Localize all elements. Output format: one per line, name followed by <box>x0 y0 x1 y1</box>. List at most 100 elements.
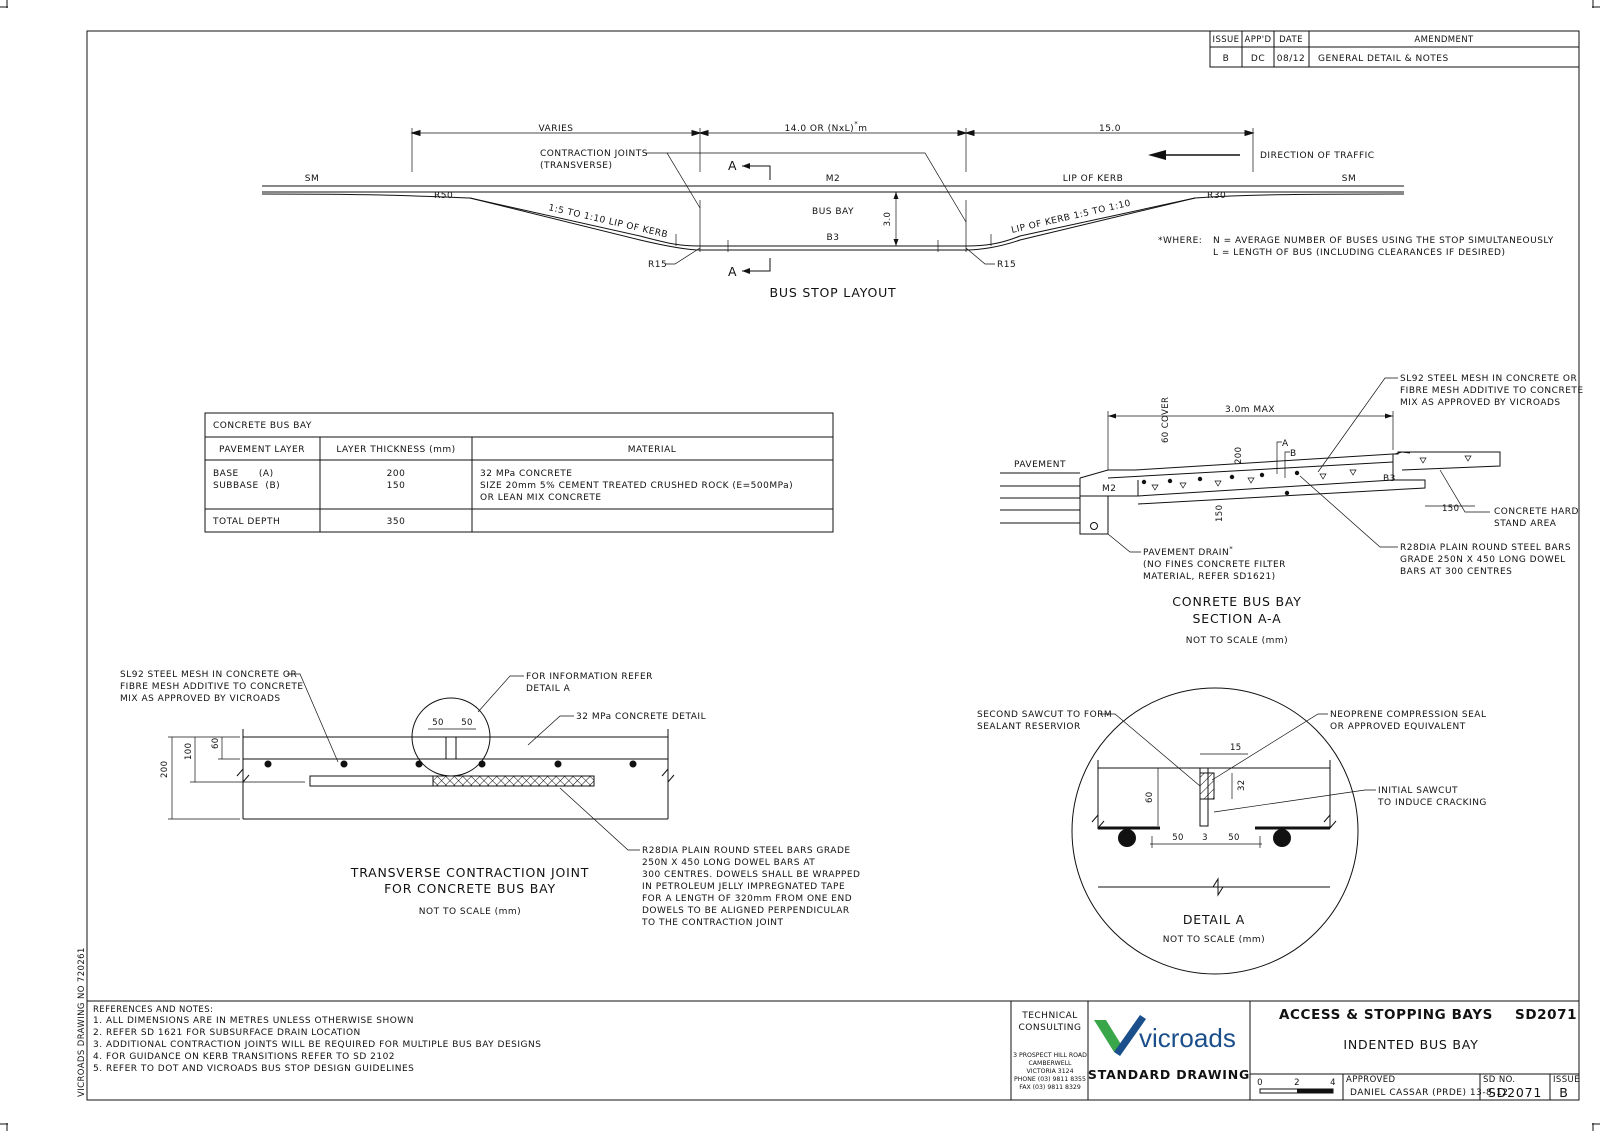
note-4: 4. FOR GUIDANCE ON KERB TRANSITIONS REFE… <box>93 1052 395 1062</box>
tj-bars-1: R28DIA PLAIN ROUND STEEL BARS GRADE <box>642 846 851 856</box>
tj-mesh-1: SL92 STEEL MESH IN CONCRETE OR <box>120 670 297 680</box>
section-a-bottom: A <box>728 264 737 279</box>
table-title: CONCRETE BUS BAY <box>213 421 312 431</box>
tb-scale-2: 2 <box>1294 1078 1300 1088</box>
da-d15: 15 <box>1230 743 1242 753</box>
da-d50b: 50 <box>1228 833 1240 843</box>
tj-bars-5: FOR A LENGTH OF 320mm FROM ONE END <box>642 894 852 904</box>
table-material-1: 32 MPa CONCRETE <box>480 469 573 479</box>
table-total-value: 350 <box>387 517 406 527</box>
revision-table: ISSUE APP'D DATE AMENDMENT B DC 08/12 GE… <box>1209 30 1580 68</box>
tj-title-1: TRANSVERSE CONTRACTION JOINT <box>350 865 589 880</box>
where-n: N = AVERAGE NUMBER OF BUSES USING THE ST… <box>1213 236 1554 246</box>
tb-scale-4: 4 <box>1330 1078 1336 1088</box>
sm-right: SM <box>1342 174 1356 184</box>
tj-scale: NOT TO SCALE (mm) <box>419 907 521 917</box>
table-layer-subbase: SUBBASE (B) <box>213 481 280 491</box>
notes-block: REFERENCES AND NOTES: 1. ALL DIMENSIONS … <box>87 1000 1579 1074</box>
concrete-bus-bay-table: CONCRETE BUS BAY PAVEMENT LAYER LAYER TH… <box>204 412 834 533</box>
logo-mark-icon-2 <box>1114 1015 1146 1056</box>
sa-title-1: CONRETE BUS BAY <box>1172 594 1301 609</box>
table-thick-base: 200 <box>387 469 406 479</box>
sa-b: B <box>1290 449 1297 459</box>
tj-mesh-2: FIBRE MESH ADDITIVE TO CONCRETE <box>120 682 304 692</box>
detail-a: SECOND SAWCUT TO FORM SEALANT RESERVIOR … <box>977 687 1487 975</box>
rev-header-appd: APP'D <box>1245 35 1272 45</box>
vicroads-logo: vicroads <box>1094 1015 1236 1056</box>
tj-bars-6: DOWELS TO BE ALIGNED PERPENDICULAR <box>642 906 850 916</box>
where-l: L = LENGTH OF BUS (INCLUDING CLEARANCES … <box>1213 248 1505 258</box>
sa-drain-2: (NO FINES CONCRETE FILTER <box>1143 560 1286 570</box>
sm-left: SM <box>305 174 319 184</box>
dim-varies: VARIES <box>538 124 573 134</box>
section-a-top: A <box>728 158 737 173</box>
da-initial-1: INITIAL SAWCUT <box>1378 786 1458 796</box>
tj-bars-2: 250N X 450 LONG DOWEL BARS AT <box>642 858 815 868</box>
sa-mesh-1: SL92 STEEL MESH IN CONCRETE OR <box>1400 374 1577 384</box>
sa-pavement: PAVEMENT <box>1014 460 1066 470</box>
sa-max-dim: 3.0m MAX <box>1225 405 1275 415</box>
logo-text: vicroads <box>1139 1023 1236 1053</box>
b3-label: B3 <box>827 233 840 243</box>
table-total-label: TOTAL DEPTH <box>212 517 280 527</box>
rev-header-issue: ISSUE <box>1213 35 1240 45</box>
sa-d150-left: 150 <box>1215 505 1225 522</box>
lip-of-kerb-top: LIP OF KERB <box>1063 174 1124 184</box>
da-sawcut2-2: SEALANT RESERVIOR <box>977 722 1081 732</box>
sa-a: A <box>1282 439 1289 449</box>
sa-scale: NOT TO SCALE (mm) <box>1186 636 1288 646</box>
sa-drain-1: PAVEMENT DRAIN* <box>1143 545 1233 558</box>
note-1: 1. ALL DIMENSIONS ARE IN METRES UNLESS O… <box>93 1016 414 1026</box>
note-5: 5. REFER TO DOT AND VICROADS BUS STOP DE… <box>93 1064 414 1074</box>
r15-right: R15 <box>997 260 1016 270</box>
sa-mesh-3: MIX AS APPROVED BY VICROADS <box>1400 398 1561 408</box>
rev-appd: DC <box>1251 54 1265 64</box>
sa-m2: M2 <box>1102 484 1117 494</box>
contraction-joints-label-1: CONTRACTION JOINTS <box>540 149 648 159</box>
tb-sd-no-label: SD NO. <box>1483 1075 1515 1085</box>
width-label: 3.0 <box>883 212 893 227</box>
detail-a-circle <box>1071 687 1359 975</box>
sa-bars-3: BARS AT 300 CENTRES <box>1400 567 1512 577</box>
da-d32: 32 <box>1237 779 1247 791</box>
note-3: 3. ADDITIONAL CONTRACTION JOINTS WILL BE… <box>93 1040 541 1050</box>
rev-amendment: GENERAL DETAIL & NOTES <box>1318 54 1449 64</box>
tj-d200: 200 <box>160 761 170 778</box>
da-initial-2: TO INDUCE CRACKING <box>1377 798 1487 808</box>
tj-concrete-detail: 32 MPa CONCRETE DETAIL <box>576 712 706 722</box>
tj-bars-3: 300 CENTRES. DOWELS SHALL BE WRAPPED <box>642 870 860 880</box>
tb-addr-2: CAMBERWELL <box>1028 1060 1072 1067</box>
logo-mark-icon <box>1094 1020 1122 1052</box>
where-label: *WHERE: <box>1158 236 1202 246</box>
sa-mesh-2: FIBRE MESH ADDITIVE TO CONCRETE <box>1400 386 1584 396</box>
tb-sd-code: SD2071 <box>1515 1007 1577 1023</box>
sa-bars-1: R28DIA PLAIN ROUND STEEL BARS <box>1400 543 1571 553</box>
sheet-border <box>86 30 1580 1101</box>
rev-issue: B <box>1223 54 1230 64</box>
tj-mesh-3: MIX AS APPROVED BY VICROADS <box>120 694 281 704</box>
rev-header-date: DATE <box>1279 35 1303 45</box>
bus-stop-layout: VARIES 14.0 OR (NxL)*m 15.0 CONTRACTION … <box>261 120 1554 300</box>
sa-hardstand-1: CONCRETE HARD <box>1494 507 1579 517</box>
rev-header-amendment: AMENDMENT <box>1414 35 1474 45</box>
da-title: DETAIL A <box>1183 912 1245 927</box>
da-d3: 3 <box>1202 833 1208 843</box>
table-material-3: OR LEAN MIX CONCRETE <box>480 493 602 503</box>
contraction-joints-label-2: (TRANSVERSE) <box>540 161 613 171</box>
da-scale: NOT TO SCALE (mm) <box>1163 935 1265 945</box>
layout-title: BUS STOP LAYOUT <box>770 285 897 300</box>
table-thick-subbase: 150 <box>387 481 406 491</box>
tb-subtitle: INDENTED BUS BAY <box>1343 1037 1478 1052</box>
section-a-a: SL92 STEEL MESH IN CONCRETE OR FIBRE MES… <box>1000 374 1584 646</box>
tb-approved-value: DANIEL CASSAR (PRDE) 13-8-12 <box>1350 1088 1509 1098</box>
sa-d200: 200 <box>1234 447 1244 464</box>
rev-date: 08/12 <box>1277 54 1305 64</box>
tb-addr-3: VICTORIA 3124 <box>1026 1068 1073 1075</box>
table-layer-base: BASE (A) <box>213 469 274 479</box>
tj-info-1: FOR INFORMATION REFER <box>526 672 653 682</box>
sa-d150-right: 150 <box>1442 504 1459 514</box>
sa-cover: 60 COVER <box>1161 397 1171 443</box>
tb-tech-1: TECHNICAL <box>1021 1011 1078 1021</box>
tj-info-2: DETAIL A <box>526 684 571 694</box>
tb-tech-2: CONSULTING <box>1018 1023 1081 1033</box>
